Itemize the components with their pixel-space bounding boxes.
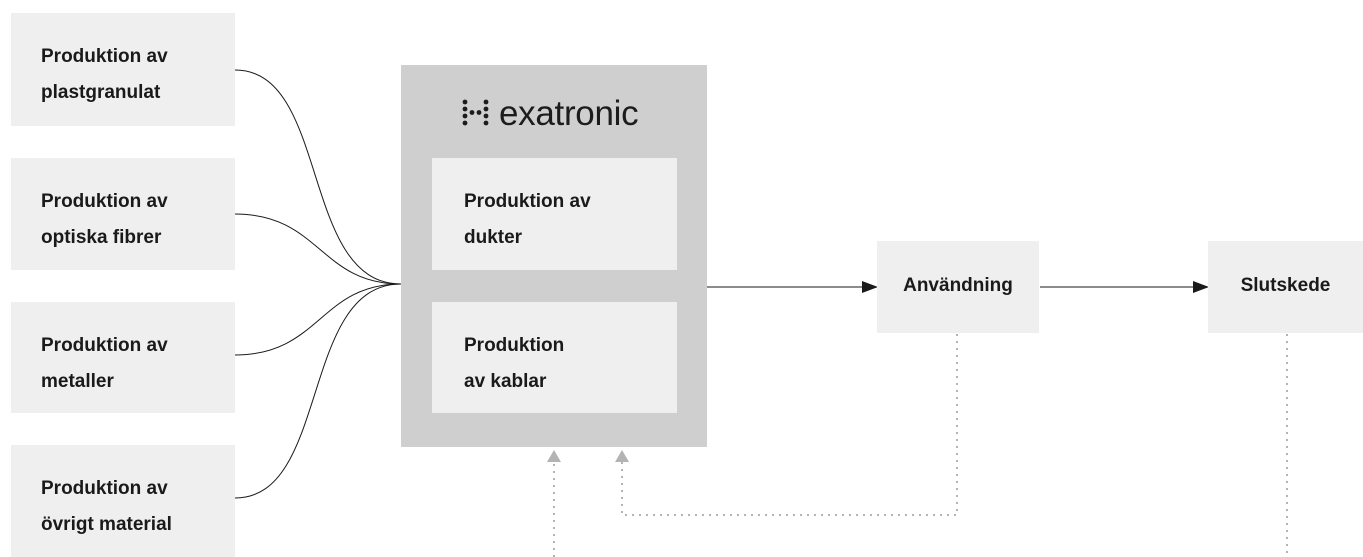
inner-label: Produktion av kablar	[464, 335, 565, 392]
inner-box-dukter: Produktion av dukter	[432, 158, 677, 270]
recycle-loop-anvandning	[615, 334, 958, 516]
hexatronic-logo: exatronic	[462, 92, 639, 136]
inner-label: Produktion av dukter	[464, 191, 591, 248]
hexatronic-logo-text: exatronic	[499, 94, 639, 133]
source-box-fibrer: Produktion av optiska fibrer	[11, 158, 235, 270]
stage-label: Slutskede	[1240, 275, 1331, 296]
source-box-granulat: Produktion av plastgranulat	[11, 13, 235, 126]
inner-box-kablar: Produktion av kablar	[432, 302, 677, 413]
stage-label: Användning	[903, 275, 1013, 296]
source-label: Produktion av optiska fibrer	[41, 191, 168, 248]
source-box-metaller: Produktion av metaller	[11, 302, 235, 413]
connector-granulat	[234, 69, 402, 285]
source-label: Produktion av övrigt material	[41, 478, 172, 535]
connector-ovrigt	[234, 283, 402, 499]
connector-fibrer	[234, 213, 402, 285]
connector-metaller	[234, 283, 402, 356]
source-label: Produktion av metaller	[41, 335, 168, 392]
hexatronic-logo-mark-icon	[462, 99, 489, 126]
source-box-ovrigt: Produktion av övrigt material	[11, 445, 235, 557]
stage-box-anvandning: Användning	[877, 241, 1039, 333]
source-label: Produktion av plastgranulat	[41, 46, 168, 103]
stage-box-slutskede: Slutskede	[1208, 241, 1363, 333]
